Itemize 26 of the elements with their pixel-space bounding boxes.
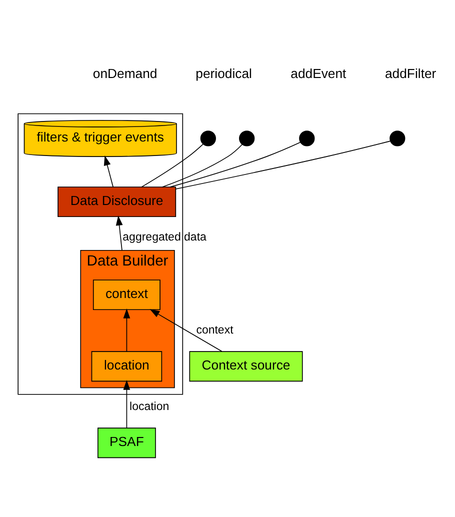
node-circle [390,130,406,146]
node-circle [200,130,216,146]
node-label: addFilter [384,66,436,81]
label: periodical [196,66,252,81]
arrow [123,379,130,428]
node-circle [299,130,315,146]
edge-label: context [196,324,234,336]
node-box: PSAF [98,427,156,458]
connector [141,143,204,187]
edge-label: aggregated data [122,231,206,244]
label: addEvent [290,66,346,81]
connector [162,143,243,187]
edge-label: location [130,400,170,413]
connector [170,141,301,187]
arrow [123,308,130,352]
node-box: Context source [189,350,303,382]
label: onDemand [92,66,158,81]
arrow [104,155,114,187]
node-box: Data Disclosure [58,186,176,217]
cluster [18,112,184,394]
node-circle [239,130,255,146]
node-box: location [91,350,162,382]
connector [175,140,391,189]
arrow [150,308,222,352]
arrow [116,215,123,250]
node-box: context [92,279,160,310]
